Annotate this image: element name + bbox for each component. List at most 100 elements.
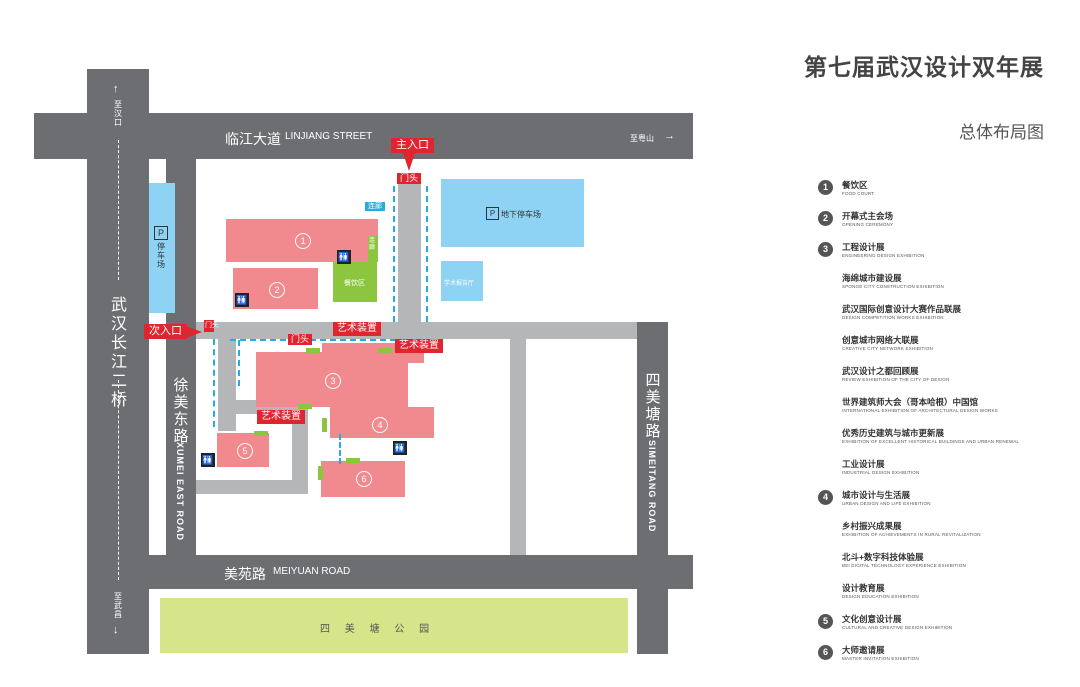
arrow-south-icon: ↓ <box>113 624 119 636</box>
simeitang-park <box>160 598 628 653</box>
bridge-center-line <box>118 140 119 280</box>
meiyuan-label-zh: 美苑路 <box>224 566 266 582</box>
meiyuan-label-en: MEIYUAN ROAD <box>273 566 351 577</box>
academic-hall <box>441 261 483 301</box>
legend-subtitle: REVIEW EXHIBITION OF THE CITY OF DESIGN <box>842 377 950 382</box>
legend-subtitle: URBAN DESIGN AND LIFE EXHIBITION <box>842 501 931 506</box>
arrow-east-icon: → <box>664 130 675 142</box>
legend-title: 优秀历史建筑与城市更新展 <box>842 428 945 438</box>
inner-road-south-v <box>292 405 308 494</box>
legend-subtitle: DESIGN EDUCATION EXHIBITION <box>842 594 919 599</box>
park-label: 四 美 塘 公 园 <box>320 624 436 635</box>
bridge-center-line-2 <box>118 380 119 580</box>
legend-title: 开幕式主会场 <box>842 211 894 221</box>
linjiang-label-en: LINJIANG STREET <box>285 131 373 142</box>
legend-number: 3 <box>818 242 833 257</box>
xumei-label-zh: 徐美东路 <box>173 377 189 445</box>
gate-tag-west: 门头 <box>204 320 219 332</box>
legend-title: 北斗+数字科技体验展 <box>842 552 924 562</box>
legend-number: 6 <box>818 645 833 660</box>
gate-tag-north: 门头 <box>397 173 422 184</box>
to-wuchang-label: 至武昌 <box>114 592 122 619</box>
simeitang-label-zh: 四美塘路 <box>645 372 661 440</box>
main-entrance-arrow-icon <box>403 153 415 171</box>
building-3-number: 3 <box>325 373 341 389</box>
inner-road-west-a <box>218 339 236 431</box>
catering-area <box>333 262 377 302</box>
gate-tag-inner: 门头 <box>288 334 313 345</box>
legend-title: 工程设计展 <box>842 242 885 252</box>
legend-subtitle: MASTER INVITATION EXHIBITION <box>842 656 919 661</box>
green-accent-7 <box>346 458 360 463</box>
simeitang-label-en: SIMEITANG ROAD <box>647 440 657 533</box>
legend-title: 乡村振兴成果展 <box>842 521 902 531</box>
legend-title: 武汉设计之都回顾展 <box>842 366 919 376</box>
legend-number: 1 <box>818 180 833 195</box>
legend-subtitle: BEI DIGITAL TECHNOLOGY EXPERIENCE EXHIBI… <box>842 563 966 568</box>
green-accent-6 <box>318 466 323 480</box>
legend-title: 设计教育展 <box>842 583 885 593</box>
inner-road-east <box>510 339 526 555</box>
legend-subtitle: ENGINEERING DESIGN EXHIBITION <box>842 253 925 258</box>
path-west-2 <box>238 340 240 386</box>
green-accent-3 <box>298 404 312 409</box>
legend-title: 创意城市网络大联展 <box>842 335 919 345</box>
parking-lot-west <box>149 183 175 313</box>
inner-road-south <box>196 480 308 494</box>
inner-road-north <box>398 183 421 322</box>
catering-area-label: 餐饮区 <box>344 280 365 287</box>
legend-title: 餐饮区 <box>842 180 868 190</box>
path-main-north <box>230 339 406 341</box>
legend-subtitle: CULTURAL AND CREATIVE DESIGN EXHIBITION <box>842 625 953 630</box>
parking-icon: P <box>154 226 168 240</box>
road-meiyuan <box>149 555 693 589</box>
building-6-number: 6 <box>356 471 372 487</box>
path-west <box>213 339 215 427</box>
xumei-label-en: XUMEI EAST ROAD <box>175 442 185 542</box>
legend-subtitle: DESIGN COMPETITION WORKS EXHIBITION <box>842 315 944 320</box>
inner-road-main <box>196 322 637 339</box>
underground-parking-label: 地下停车场 <box>501 210 541 219</box>
legend-subtitle: OPENING CEREMONY <box>842 222 894 227</box>
restroom-icon-2: 🚻 <box>235 293 249 307</box>
legend-title: 大师邀请展 <box>842 645 885 655</box>
linjiang-label-zh: 临江大道 <box>225 131 281 147</box>
path-south-v <box>339 434 341 464</box>
to-hankou-label: 至汉口 <box>114 100 122 127</box>
walkway-tag: 连廊 <box>365 202 385 211</box>
legend-title: 城市设计与生活展 <box>842 490 911 500</box>
restroom-icon-1: 🚻 <box>337 250 351 264</box>
legend-subtitle: FOOD COURT <box>842 191 875 196</box>
page-subtitle: 总体布局图 <box>959 123 1044 142</box>
green-accent-5 <box>254 431 268 436</box>
legend-subtitle: SPONGE CITY CONSTRUCTION EXHIBITION <box>842 284 944 289</box>
legend-number: 5 <box>818 614 833 629</box>
path-north-right <box>426 186 428 322</box>
walkway-vertical-label: 连廊 <box>369 238 376 251</box>
art-installation-3: 艺术装置 <box>257 410 305 424</box>
legend-title: 海绵城市建设展 <box>842 273 902 283</box>
arrow-north-icon: ↑ <box>113 83 119 95</box>
bridge-label: 武汉长江二桥 <box>110 297 127 409</box>
green-accent-1 <box>306 348 320 353</box>
legend-subtitle: EXHIBITION OF ACHIEVEMENTS IN RURAL REVI… <box>842 532 981 537</box>
building-5-number: 5 <box>237 443 253 459</box>
building-1-number: 1 <box>295 233 311 249</box>
restroom-icon-4: 🚻 <box>393 441 407 455</box>
legend-title: 世界建筑师大会（哥本哈根）中国馆 <box>842 397 979 407</box>
